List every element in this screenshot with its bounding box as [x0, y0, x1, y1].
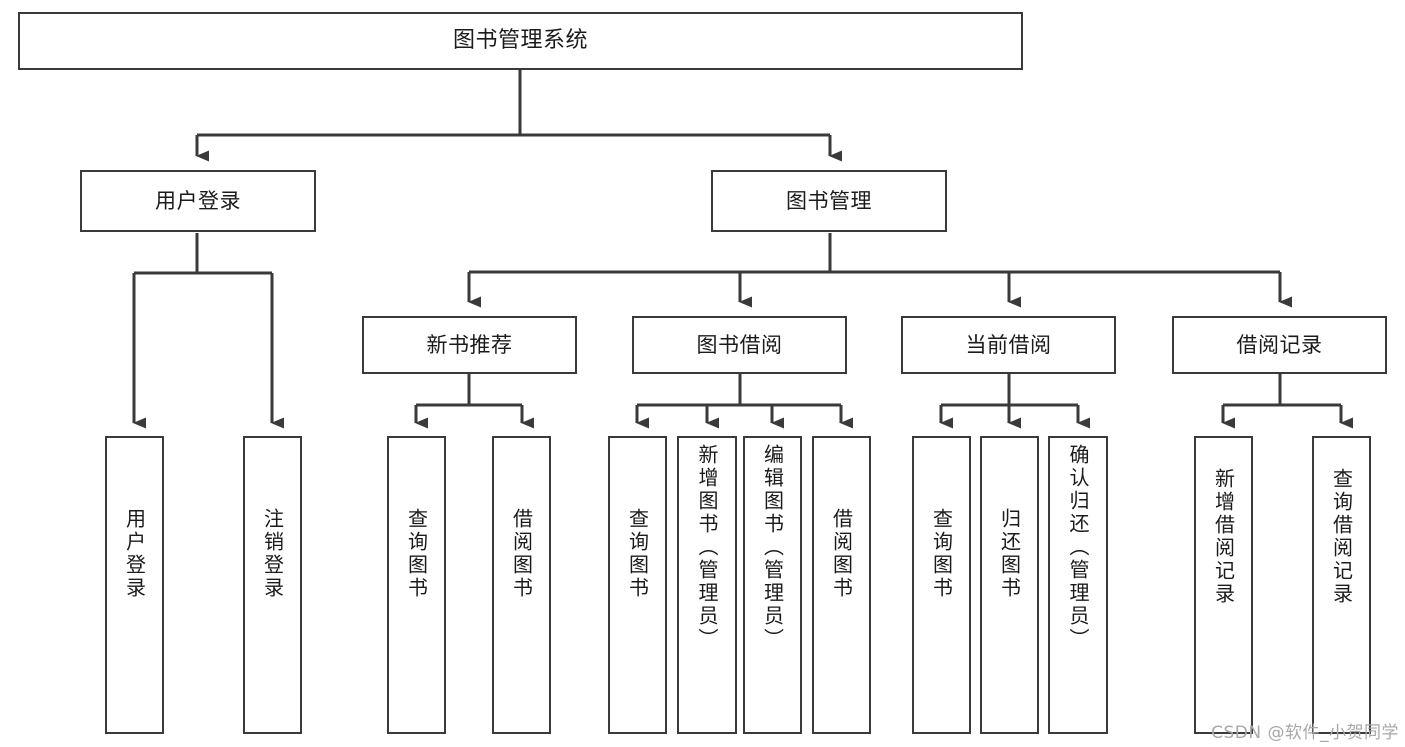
node-leaf-query-record-label: 查询借阅记录 — [1329, 468, 1354, 606]
node-leaf-query-book-2-label: 查询图书 — [625, 508, 650, 600]
node-root[interactable]: 图书管理系统 — [18, 12, 1023, 70]
node-leaf-query-record[interactable]: 查询借阅记录 — [1312, 436, 1371, 734]
node-borrow-record[interactable]: 借阅记录 — [1172, 316, 1387, 374]
node-user-login[interactable]: 用户登录 — [80, 170, 316, 232]
node-current-borrow[interactable]: 当前借阅 — [901, 316, 1116, 374]
node-leaf-add-book[interactable]: 新增图书（管理员） — [677, 436, 737, 734]
node-leaf-return-book[interactable]: 归还图书 — [980, 436, 1039, 734]
node-leaf-user-login[interactable]: 用户登录 — [105, 436, 164, 734]
node-leaf-borrow-book-2[interactable]: 借阅图书 — [812, 436, 871, 734]
node-current-borrow-label: 当前借阅 — [965, 332, 1052, 357]
node-leaf-query-book-3[interactable]: 查询图书 — [912, 436, 971, 734]
node-leaf-confirm-return-label: 确认归还（管理员） — [1066, 444, 1090, 651]
node-leaf-query-book-2[interactable]: 查询图书 — [608, 436, 667, 734]
node-leaf-borrow-book-2-label: 借阅图书 — [829, 508, 854, 600]
node-leaf-user-logout[interactable]: 注销登录 — [243, 436, 302, 734]
node-book-borrow[interactable]: 图书借阅 — [632, 316, 847, 374]
node-leaf-edit-book[interactable]: 编辑图书（管理员） — [743, 436, 802, 734]
node-leaf-user-logout-label: 注销登录 — [260, 508, 285, 600]
node-leaf-user-login-label: 用户登录 — [122, 508, 147, 600]
node-leaf-add-record[interactable]: 新增借阅记录 — [1194, 436, 1253, 734]
node-leaf-confirm-return[interactable]: 确认归还（管理员） — [1048, 436, 1108, 734]
node-book-borrow-label: 图书借阅 — [696, 332, 783, 357]
node-leaf-borrow-book-1-label: 借阅图书 — [509, 508, 534, 600]
node-leaf-query-book-3-label: 查询图书 — [929, 508, 954, 600]
node-leaf-query-book-1-label: 查询图书 — [404, 508, 429, 600]
node-borrow-record-label: 借阅记录 — [1236, 332, 1323, 357]
node-new-book-rec-label: 新书推荐 — [426, 332, 513, 357]
node-leaf-borrow-book-1[interactable]: 借阅图书 — [492, 436, 551, 734]
node-leaf-edit-book-label: 编辑图书（管理员） — [760, 444, 785, 651]
node-leaf-query-book-1[interactable]: 查询图书 — [387, 436, 446, 734]
node-root-label: 图书管理系统 — [452, 28, 588, 54]
node-new-book-rec[interactable]: 新书推荐 — [362, 316, 577, 374]
csdn-watermark: CSDN @软件_小贺同学 — [1211, 723, 1399, 743]
node-book-manage[interactable]: 图书管理 — [711, 170, 947, 232]
node-leaf-add-book-label: 新增图书（管理员） — [695, 444, 719, 651]
node-user-login-label: 用户登录 — [155, 188, 241, 213]
node-book-manage-label: 图书管理 — [786, 188, 872, 213]
node-leaf-add-record-label: 新增借阅记录 — [1211, 468, 1236, 606]
node-leaf-return-book-label: 归还图书 — [997, 508, 1022, 600]
